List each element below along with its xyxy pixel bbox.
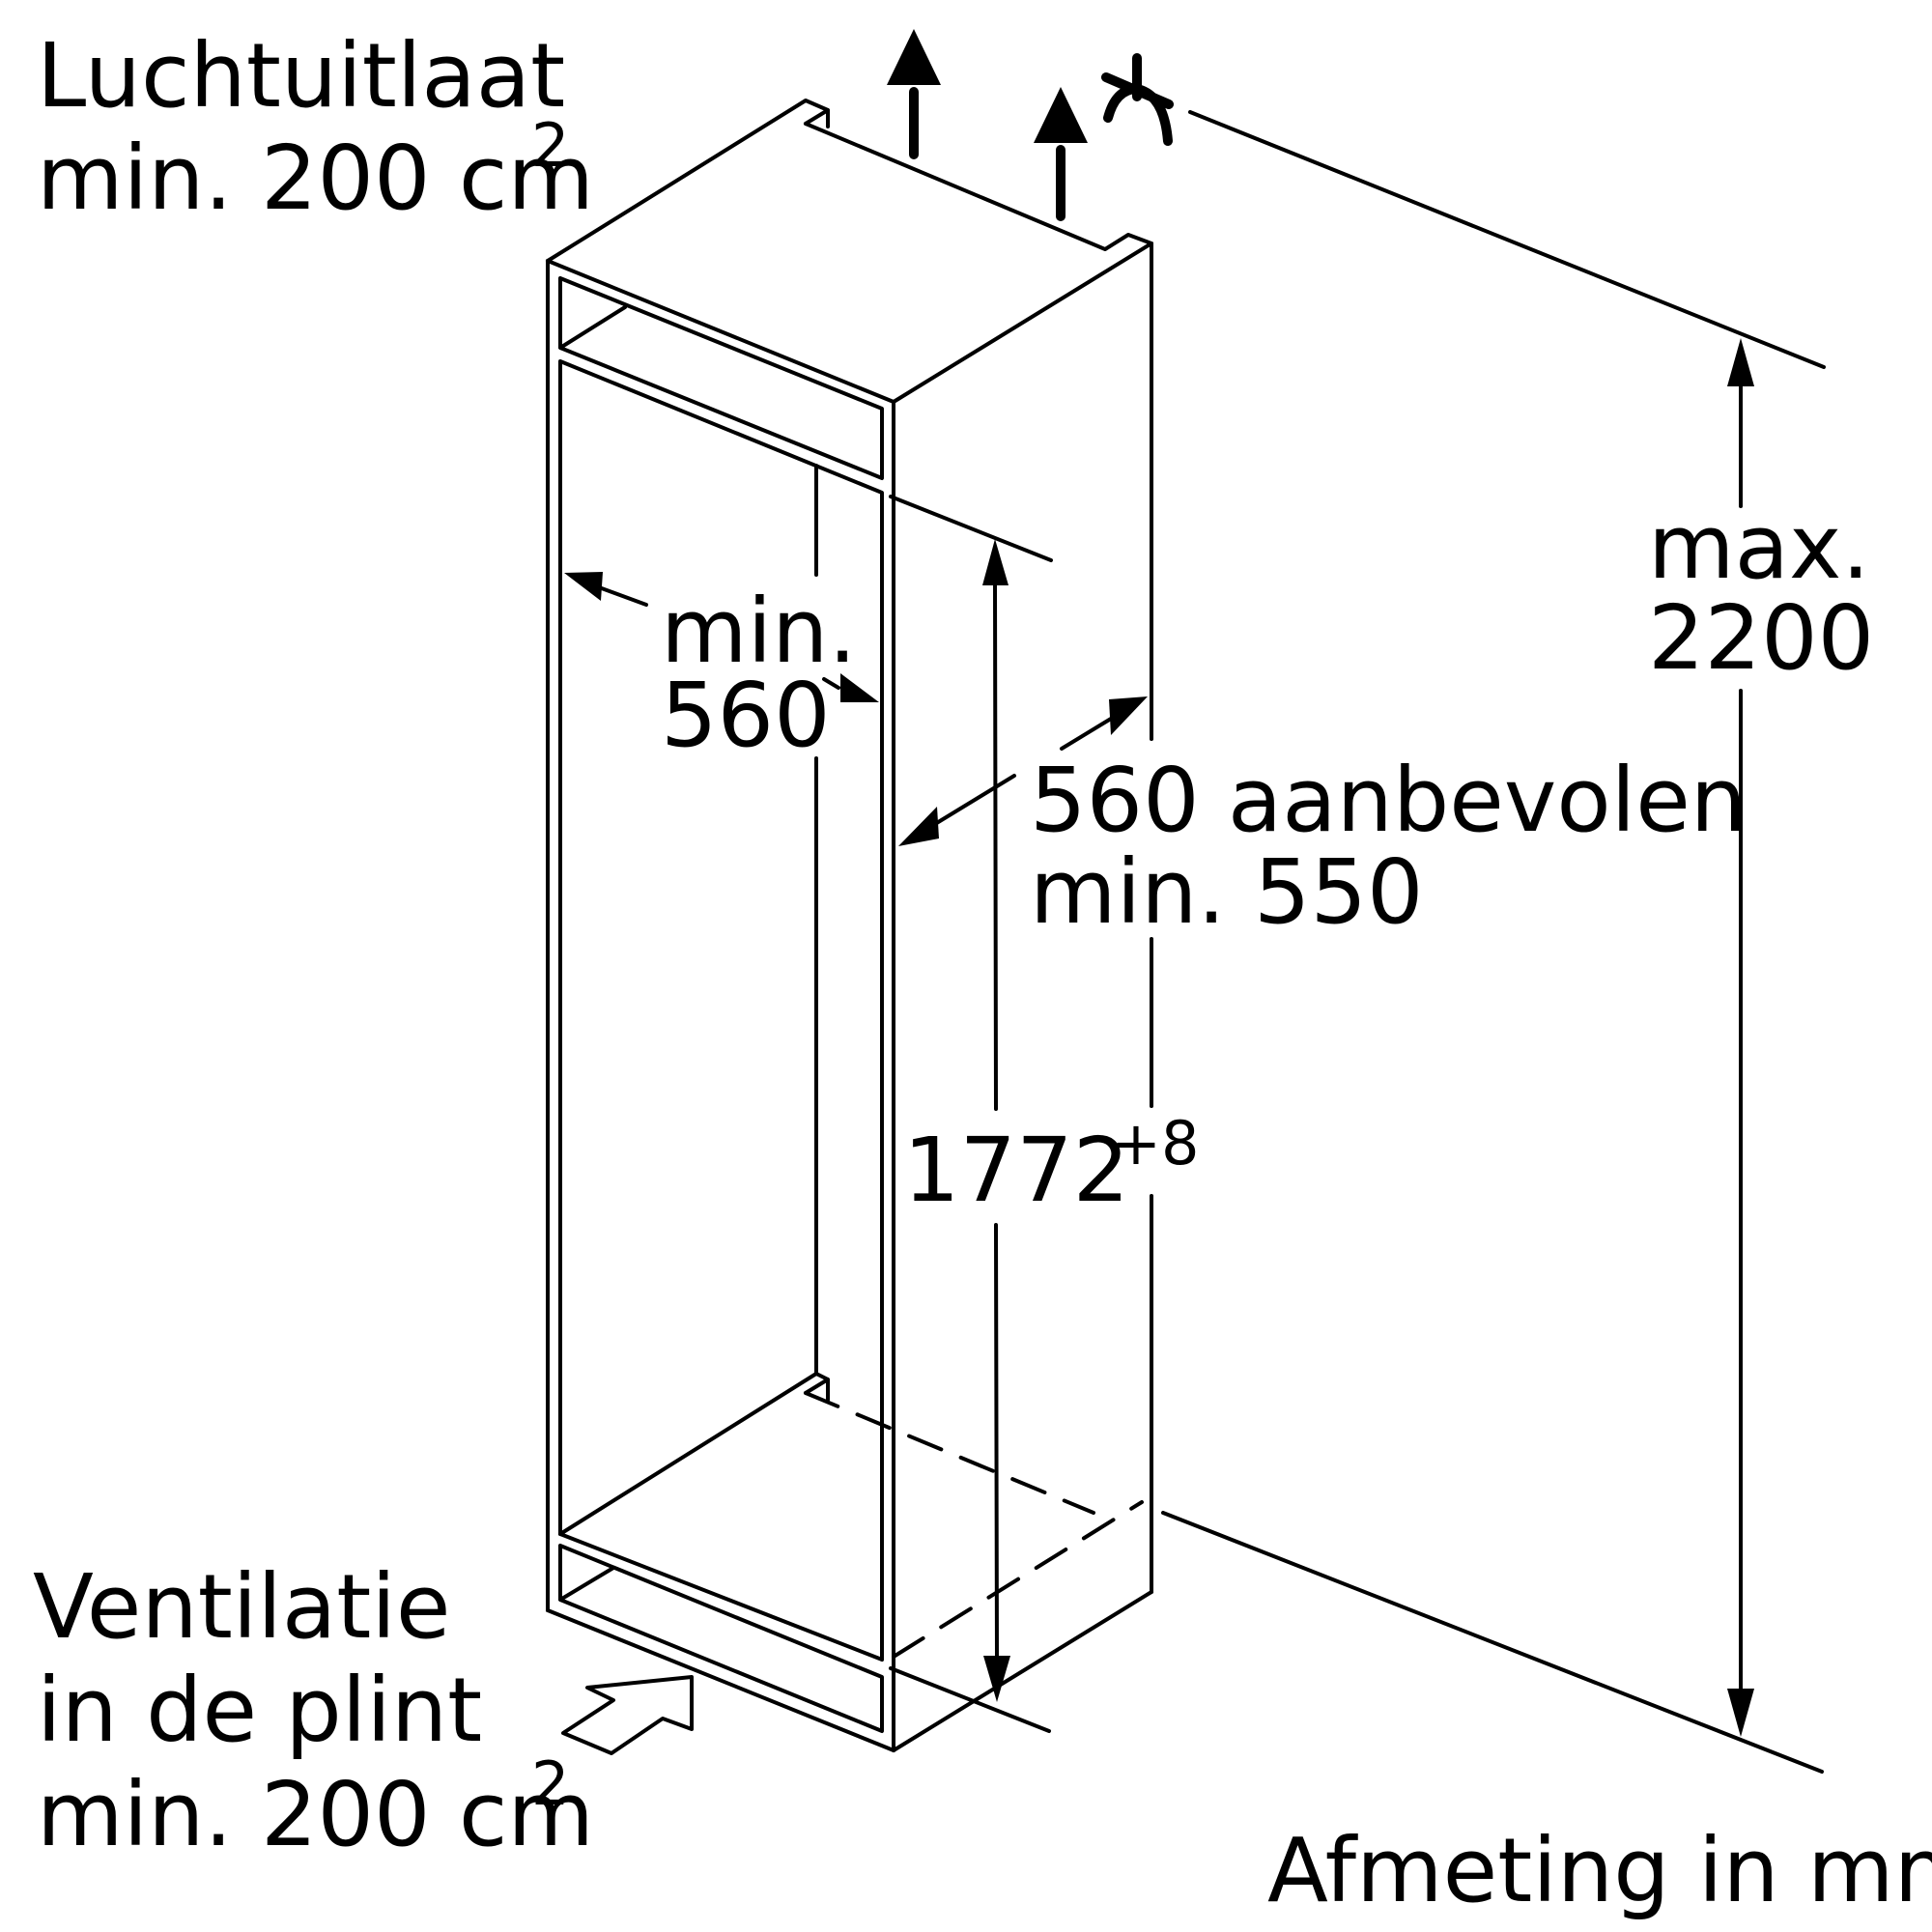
niche-depth-dimension xyxy=(898,696,1148,846)
air-outlet-label: Luchtuitlaat min. 200 cm 2 xyxy=(37,24,594,230)
arrowhead-right xyxy=(840,673,879,702)
airflow-out-icon xyxy=(887,29,1088,221)
inlet-arrow-icon xyxy=(561,1675,694,1755)
depth-recommended: 560 aanbevolen xyxy=(1030,749,1747,852)
ventilation-location: in de plint xyxy=(37,1659,482,1762)
max-height-prefix: max. xyxy=(1648,496,1870,599)
ventilation-exponent: 2 xyxy=(531,1748,569,1819)
hook-icon xyxy=(1101,53,1174,146)
niche-interior xyxy=(558,359,884,1662)
hidden-edges xyxy=(804,1391,1144,1659)
air-outlet-title: Luchtuitlaat xyxy=(37,24,565,128)
top-vent-panel xyxy=(558,276,884,480)
ventilation-label: Ventilatie in de plint min. 200 cm 2 xyxy=(33,1555,594,1866)
air-outlet-exponent: 2 xyxy=(531,110,569,181)
arrowhead-down xyxy=(1727,1689,1754,1737)
arrowhead-down xyxy=(983,1656,1010,1702)
niche-height-dimension xyxy=(889,495,1053,1733)
niche-height-label: 1772 +8 xyxy=(903,1108,1199,1222)
max-height-label: max. 2200 xyxy=(1648,496,1874,690)
depth-label: 560 aanbevolen min. 550 xyxy=(1030,749,1747,944)
arrowhead-up xyxy=(982,539,1009,585)
inner-width-prefix: min. xyxy=(661,580,857,683)
arrowhead-up xyxy=(1727,338,1754,386)
max-height-dimension xyxy=(1161,110,1826,1774)
niche-height-tolerance: +8 xyxy=(1111,1108,1199,1179)
inner-width-label: min. 560 xyxy=(661,580,857,767)
air-outlet-area: min. 200 cm xyxy=(37,127,594,230)
inner-width-value: 560 xyxy=(661,664,831,767)
arrowhead-down-left xyxy=(898,807,939,846)
depth-minimum: min. 550 xyxy=(1030,840,1424,944)
plinth-panel xyxy=(558,1544,884,1733)
arrowhead-up-right xyxy=(1109,696,1148,735)
unit-note: Afmeting in mm xyxy=(1267,1819,1932,1922)
ventilation-area: min. 200 cm xyxy=(37,1763,594,1866)
niche-height-value: 1772 xyxy=(903,1119,1129,1222)
niche-width-dimension xyxy=(564,572,879,702)
ventilation-title: Ventilatie xyxy=(33,1555,451,1659)
max-height-value: 2200 xyxy=(1648,586,1874,690)
arrowhead-left xyxy=(564,572,603,601)
cabinet-outline xyxy=(546,99,1153,1752)
